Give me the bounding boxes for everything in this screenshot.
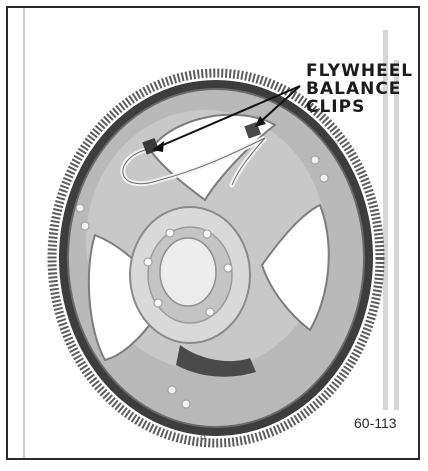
callout-line-3: CLIPS: [306, 98, 365, 117]
figure-number: 60-113: [354, 415, 397, 431]
hub: [130, 207, 250, 343]
